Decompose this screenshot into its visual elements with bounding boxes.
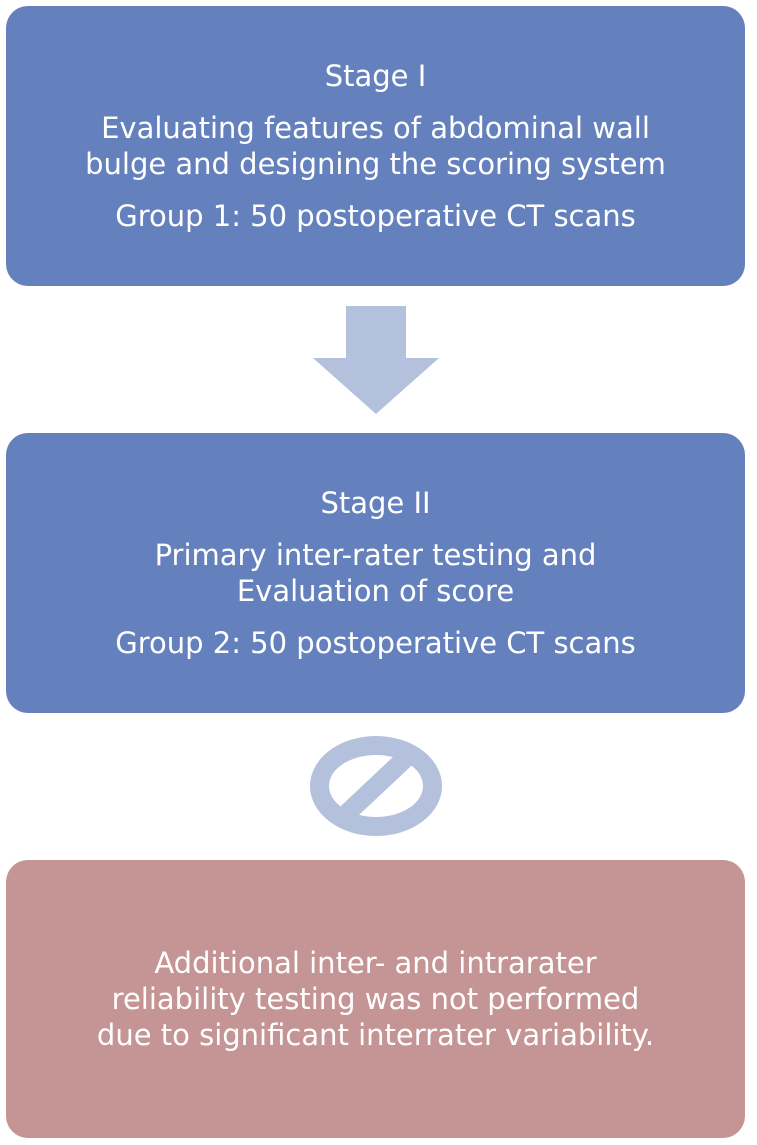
stage-2-description-line: Evaluation of score (236, 574, 515, 608)
stage-2-description: Primary inter-rater testing and Evaluati… (155, 537, 597, 609)
note-text: Additional inter- and intrarater reliabi… (97, 945, 654, 1053)
note-line: due to significant interrater variabilit… (96, 1018, 655, 1052)
note-line: Additional inter- and intrarater (154, 946, 597, 980)
note-line: reliability testing was not performed (111, 982, 640, 1016)
note-box: Additional inter- and intrarater reliabi… (6, 860, 745, 1138)
prohibited-icon (310, 736, 442, 836)
stage-1-description-line: Evaluating features of abdominal wall (101, 111, 650, 145)
stage-1-description: Evaluating features of abdominal wall bu… (85, 110, 666, 182)
stage-1-title: Stage I (324, 59, 427, 93)
stage-2-description-line: Primary inter-rater testing and (154, 538, 597, 572)
stage-1-box: Stage I Evaluating features of abdominal… (6, 6, 745, 286)
stage-2-title: Stage II (320, 486, 431, 520)
stage-1-group: Group 1: 50 postoperative CT scans (115, 199, 636, 233)
stage-2-box: Stage II Primary inter-rater testing and… (6, 433, 745, 713)
stage-1-description-line: bulge and designing the scoring system (85, 147, 666, 181)
arrow-down-icon (313, 306, 439, 414)
stage-2-group: Group 2: 50 postoperative CT scans (115, 626, 636, 660)
